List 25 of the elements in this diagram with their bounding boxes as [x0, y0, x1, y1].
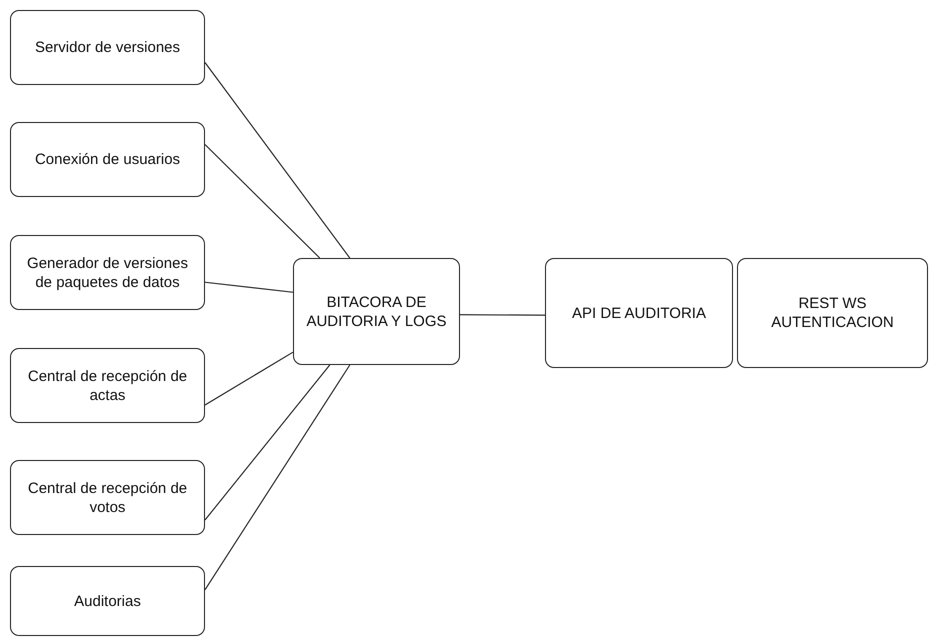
connector-line — [204, 352, 294, 406]
box-label: Conexión de usuarios — [34, 150, 180, 169]
box-label: BITACORA DE AUDITORIA Y LOGS — [305, 292, 448, 330]
box-label: Auditorias — [74, 592, 141, 610]
box-label: API DE AUDITORIA — [572, 304, 706, 322]
box-label: Servidor de versiones — [34, 38, 180, 57]
process-box — [10, 348, 205, 423]
box-label: Central de recepción de actas — [26, 366, 188, 404]
process-box — [737, 258, 928, 368]
process-box — [545, 258, 733, 368]
connector-line — [460, 314, 545, 316]
connector-line — [204, 282, 294, 293]
box-label: REST WS AUTENTICACION — [770, 294, 895, 332]
box-label: Generador de versiones de paquetes de datos — [26, 254, 189, 292]
box-label: Central de recepción de votos — [26, 478, 188, 516]
connector-line — [204, 144, 320, 258]
process-box — [10, 10, 205, 85]
connector-line — [204, 364, 330, 520]
connector-line — [204, 364, 350, 590]
connector-line — [204, 62, 350, 258]
process-box — [293, 258, 460, 365]
process-box — [10, 566, 205, 636]
process-box — [10, 235, 205, 310]
process-box — [10, 460, 205, 535]
process-box — [10, 122, 205, 197]
